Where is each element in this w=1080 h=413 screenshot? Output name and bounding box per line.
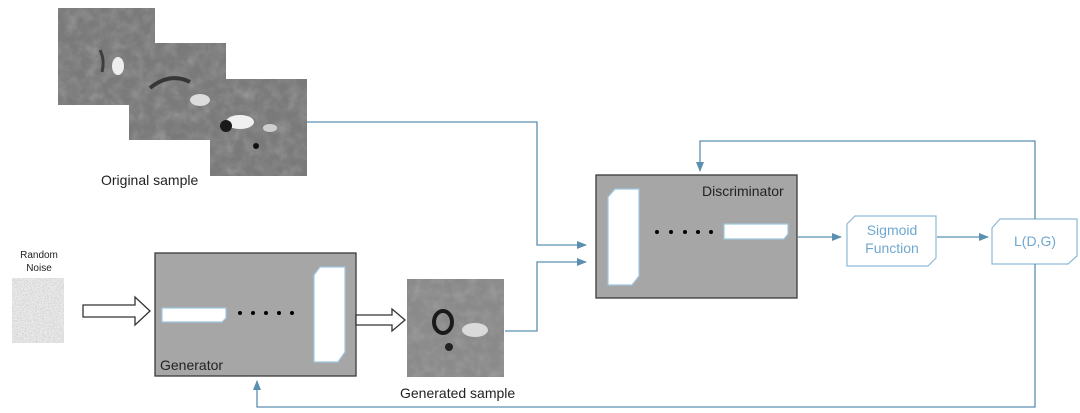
discriminator-output-layer: [723, 223, 789, 240]
noise-to-generator-arrow: [82, 295, 151, 327]
generated-sample-image: [407, 279, 504, 377]
loss-to-discriminator-feedback: [696, 140, 1036, 219]
generator-to-sample-arrow: [355, 307, 407, 333]
original-to-discriminator-connector: [307, 121, 587, 249]
generator-output-layer: [313, 266, 346, 363]
magnetogram-image-2: [129, 43, 226, 140]
discriminator-input-layer: [607, 188, 640, 286]
random-noise-image: [12, 278, 64, 343]
loss-to-generator-feedback: [253, 264, 1036, 408]
original-sample-label: Original sample: [101, 172, 199, 188]
generated-sample-label: Generated sample: [400, 385, 516, 401]
generator-dots: [238, 311, 294, 315]
loss-box: [991, 218, 1078, 265]
random-noise-label-line1: Random: [20, 250, 58, 261]
sigmoid-label-line1: Sigmoid: [866, 222, 918, 238]
random-noise-label-line2: Noise: [26, 263, 52, 274]
discriminator-dots: [655, 230, 713, 234]
sigmoid-function-box: [846, 215, 937, 267]
generated-to-discriminator-connector: [505, 258, 587, 332]
generator-label: Generator: [160, 357, 224, 373]
generator-input-layer: [161, 307, 227, 323]
original-sample-images: [58, 8, 307, 176]
discriminator-label: Discriminator: [702, 183, 784, 199]
generator-block: [154, 252, 357, 377]
loss-label: L(D,G): [1014, 233, 1056, 249]
magnetogram-image-3: [210, 79, 307, 176]
sigmoid-label-line2: Function: [865, 240, 919, 256]
discriminator-block: [595, 174, 798, 299]
